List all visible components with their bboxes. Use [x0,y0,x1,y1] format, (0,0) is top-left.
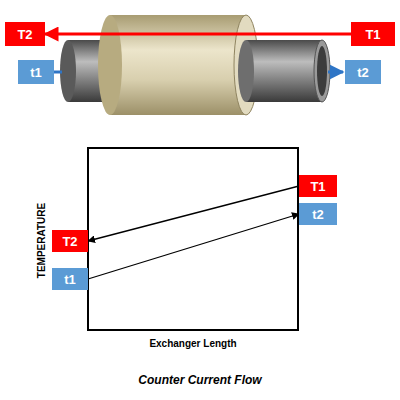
hot-stream-arrow [45,33,351,36]
temperature-tag-text: T2 [62,234,77,249]
inner-pipe [246,40,322,102]
axis-label: TEMPERATURE [37,202,48,277]
cold-outlet-arrow [328,71,343,74]
outer-shell [110,15,246,115]
temperature-tag-text: T1 [310,179,325,194]
temperature-tag-text: T2 [17,27,32,42]
hot-inlet-tag: T1 [351,22,395,46]
cold-inlet-tag: t1 [18,60,54,84]
temperature-tag-text: t2 [357,65,369,80]
cold-temperature-line [88,214,299,279]
chart-frame [88,148,298,330]
temperature-tag-text: t1 [64,272,76,287]
cold-inlet-tag: t1 [52,268,88,290]
cold-outlet-tag: t2 [345,60,381,84]
outer-shell-end [98,15,122,115]
temperature-tag-text: t1 [30,65,42,80]
hot-temperature-line [88,186,299,241]
temperature-tag-text: T1 [365,27,380,42]
hot-inlet-tag: T1 [299,175,337,197]
hot-outlet-tag: T2 [5,22,45,46]
temperature-tag-text: t2 [312,207,324,222]
cold-inlet-line [54,71,62,74]
inner-pipe-end [60,40,76,102]
cold-outlet-tag: t2 [299,203,337,225]
axis-label: Exchanger Length [149,338,236,349]
inner-pipe-joint [238,40,254,102]
hot-outlet-tag: T2 [52,230,88,252]
inner-pipe-end [314,40,330,102]
figure-caption: Counter Current Flow [138,373,261,387]
inner-pipe-opening [317,46,327,96]
